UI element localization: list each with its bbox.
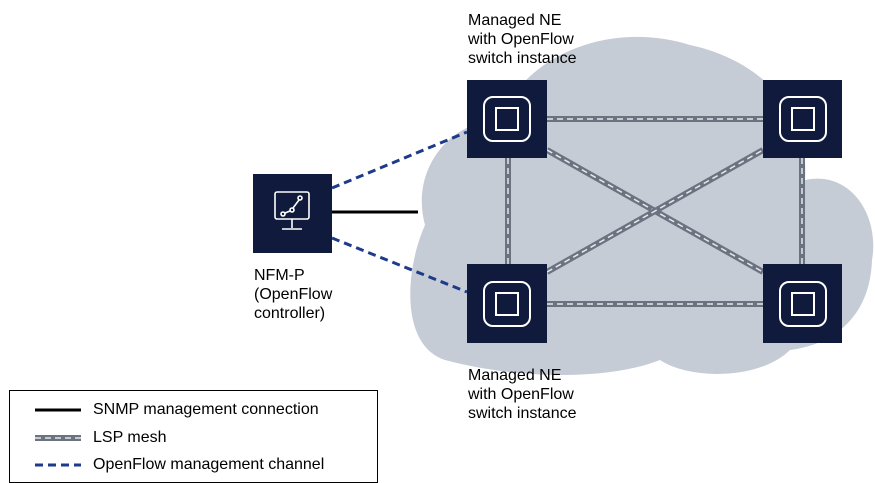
legend-label: LSP mesh — [93, 429, 167, 446]
ne-top-label: Managed NE with OpenFlow switch instance — [468, 12, 577, 67]
ne-top-left[interactable] — [467, 80, 547, 158]
legend-label: OpenFlow management channel — [93, 456, 325, 473]
switch-icon — [779, 96, 827, 142]
switch-icon — [483, 96, 531, 142]
lsp-line-swatch — [35, 435, 81, 441]
ne-bottom-right[interactable] — [763, 264, 842, 343]
solid-line-swatch — [35, 408, 81, 412]
openflow-channel-bottom — [331, 236, 468, 294]
legend: SNMP management connection LSP mesh Open… — [9, 390, 378, 483]
controller-node[interactable] — [253, 174, 332, 253]
dashed-line-swatch — [35, 463, 81, 467]
lsp-mesh — [505, 116, 805, 307]
legend-label: SNMP management connection — [93, 401, 319, 418]
legend-item-lsp: LSP mesh — [35, 428, 167, 448]
ne-top-right[interactable] — [763, 80, 842, 158]
lsp-diagonal-2 — [545, 147, 765, 275]
switch-icon — [779, 281, 827, 327]
network-monitor-icon — [274, 191, 310, 230]
switch-icon — [483, 281, 531, 327]
legend-item-snmp: SNMP management connection — [35, 400, 319, 420]
legend-item-openflow: OpenFlow management channel — [35, 455, 324, 475]
ne-bottom-label: Managed NE with OpenFlow switch instance — [468, 367, 577, 422]
ne-bottom-left[interactable] — [467, 264, 547, 343]
controller-label: NFM-P (OpenFlow controller) — [254, 267, 333, 322]
openflow-channel-top — [331, 130, 468, 190]
